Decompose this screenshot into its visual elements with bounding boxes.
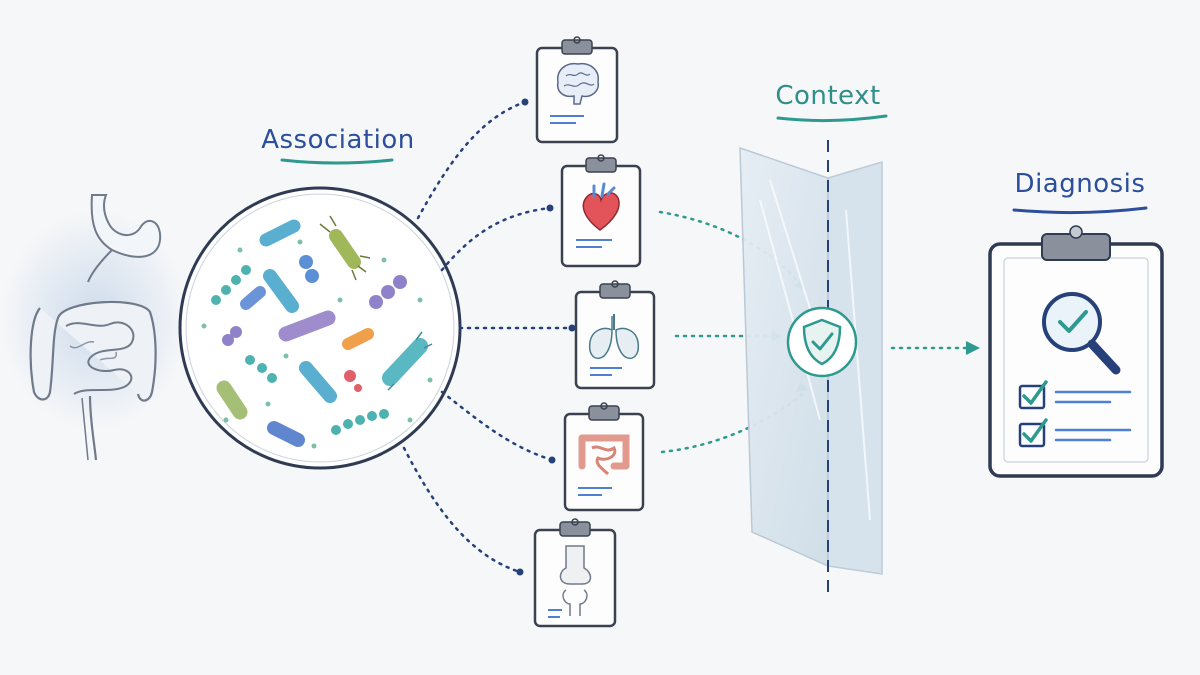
lungs-icon <box>588 314 640 360</box>
diagnosis-clipboard <box>988 225 1164 478</box>
association-connectors <box>402 100 574 574</box>
microbiome-circle <box>178 186 462 470</box>
diagnosis-label: Diagnosis <box>1015 169 1146 199</box>
heart-icon <box>582 182 620 231</box>
checkbox-checked-icon <box>1018 380 1048 410</box>
shield-check-icon <box>786 306 858 378</box>
knee-joint-icon <box>559 545 592 616</box>
association-underline <box>280 158 394 165</box>
clipboard-joint <box>533 518 617 628</box>
intestine-icon <box>578 434 630 476</box>
clipboard-brain <box>535 36 619 144</box>
diagnosis-underline <box>1012 206 1148 215</box>
context-label: Context <box>775 81 880 111</box>
context-filter-panel <box>739 140 883 598</box>
connector-endpoints <box>516 98 576 576</box>
clipboard-heart <box>560 154 642 268</box>
digestive-system-icon <box>0 194 190 461</box>
clipboard-lungs <box>574 280 656 390</box>
clipboard-intestine <box>563 402 645 512</box>
checkbox-checked-icon <box>1018 418 1048 448</box>
magnifier-check-icon <box>1042 292 1121 375</box>
association-label: Association <box>261 125 415 155</box>
diagnosis-arrowhead <box>966 341 980 355</box>
context-underline <box>776 114 888 123</box>
brain-icon <box>556 62 599 105</box>
